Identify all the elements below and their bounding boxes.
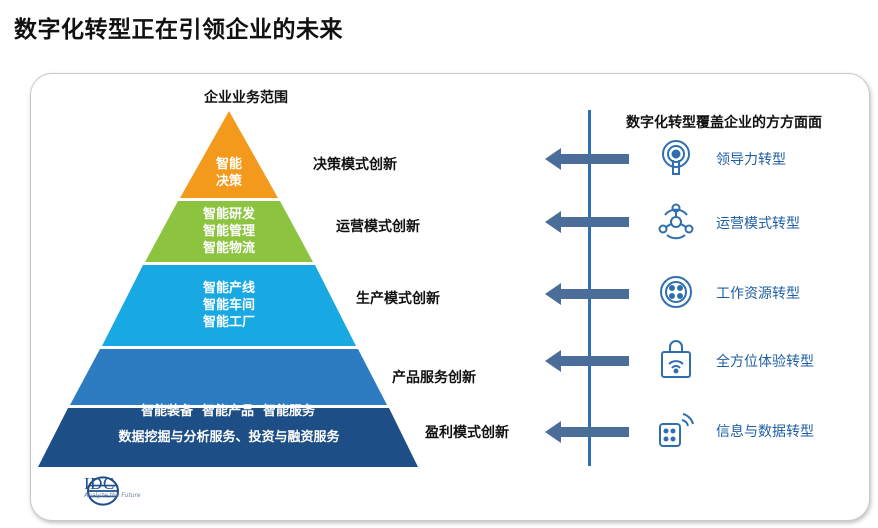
idc-logo — [86, 476, 120, 506]
arrow-left-icon — [545, 283, 629, 305]
innovation-1: 决策模式创新 — [313, 157, 397, 173]
pyramid-tier-5 — [38, 408, 418, 467]
pyramid-tier-1 — [180, 111, 278, 198]
pyramid-tier-4 — [70, 349, 387, 405]
arrow-left-icon — [545, 211, 629, 233]
aspects-heading: 数字化转型覆盖企业的方方面面 — [626, 115, 822, 131]
pyramid-tier-3 — [102, 265, 356, 346]
aspect-label-5: 信息与数据转型 — [716, 424, 814, 440]
aspect-label-1: 领导力转型 — [716, 152, 786, 168]
resource-icon — [660, 276, 692, 308]
aspect-label-2: 运营模式转型 — [716, 216, 800, 232]
aspect-label-3: 工作资源转型 — [716, 286, 800, 302]
network-icon — [658, 203, 694, 240]
innovation-4: 产品服务创新 — [392, 370, 476, 386]
idc-logo-subtext: Analyze the Future — [84, 492, 141, 499]
arrow-left-icon — [545, 350, 629, 372]
divider-line — [588, 110, 591, 466]
innovation-5: 盈利模式创新 — [425, 425, 509, 441]
tier-5-text: 数据挖掘与分析服务、投资与融资服务 — [118, 430, 340, 445]
tier-4-text: 智能装备 智能产品 智能服务 — [140, 404, 316, 419]
arrow-left-icon — [545, 421, 629, 443]
pyramid-tier-2 — [145, 201, 313, 262]
leader-icon — [662, 140, 690, 175]
tier-3-text: 智能产线智能车间智能工厂 — [202, 281, 255, 330]
tier-2-text: 智能研发智能管理智能物流 — [202, 207, 255, 256]
pyramid-heading: 企业业务范围 — [204, 90, 288, 106]
idc-logo-text: IDC — [84, 474, 115, 493]
innovation-3: 生产模式创新 — [356, 291, 440, 307]
data-signal-icon — [659, 413, 694, 447]
aspect-label-4: 全方位体验转型 — [716, 354, 814, 370]
innovation-2: 运营模式创新 — [336, 219, 420, 235]
arrow-left-icon — [545, 148, 629, 170]
tier-1-text: 智能决策 — [215, 157, 242, 189]
page-title: 数字化转型正在引领企业的未来 — [14, 17, 343, 43]
shopping-bag-wifi-icon — [661, 340, 691, 378]
